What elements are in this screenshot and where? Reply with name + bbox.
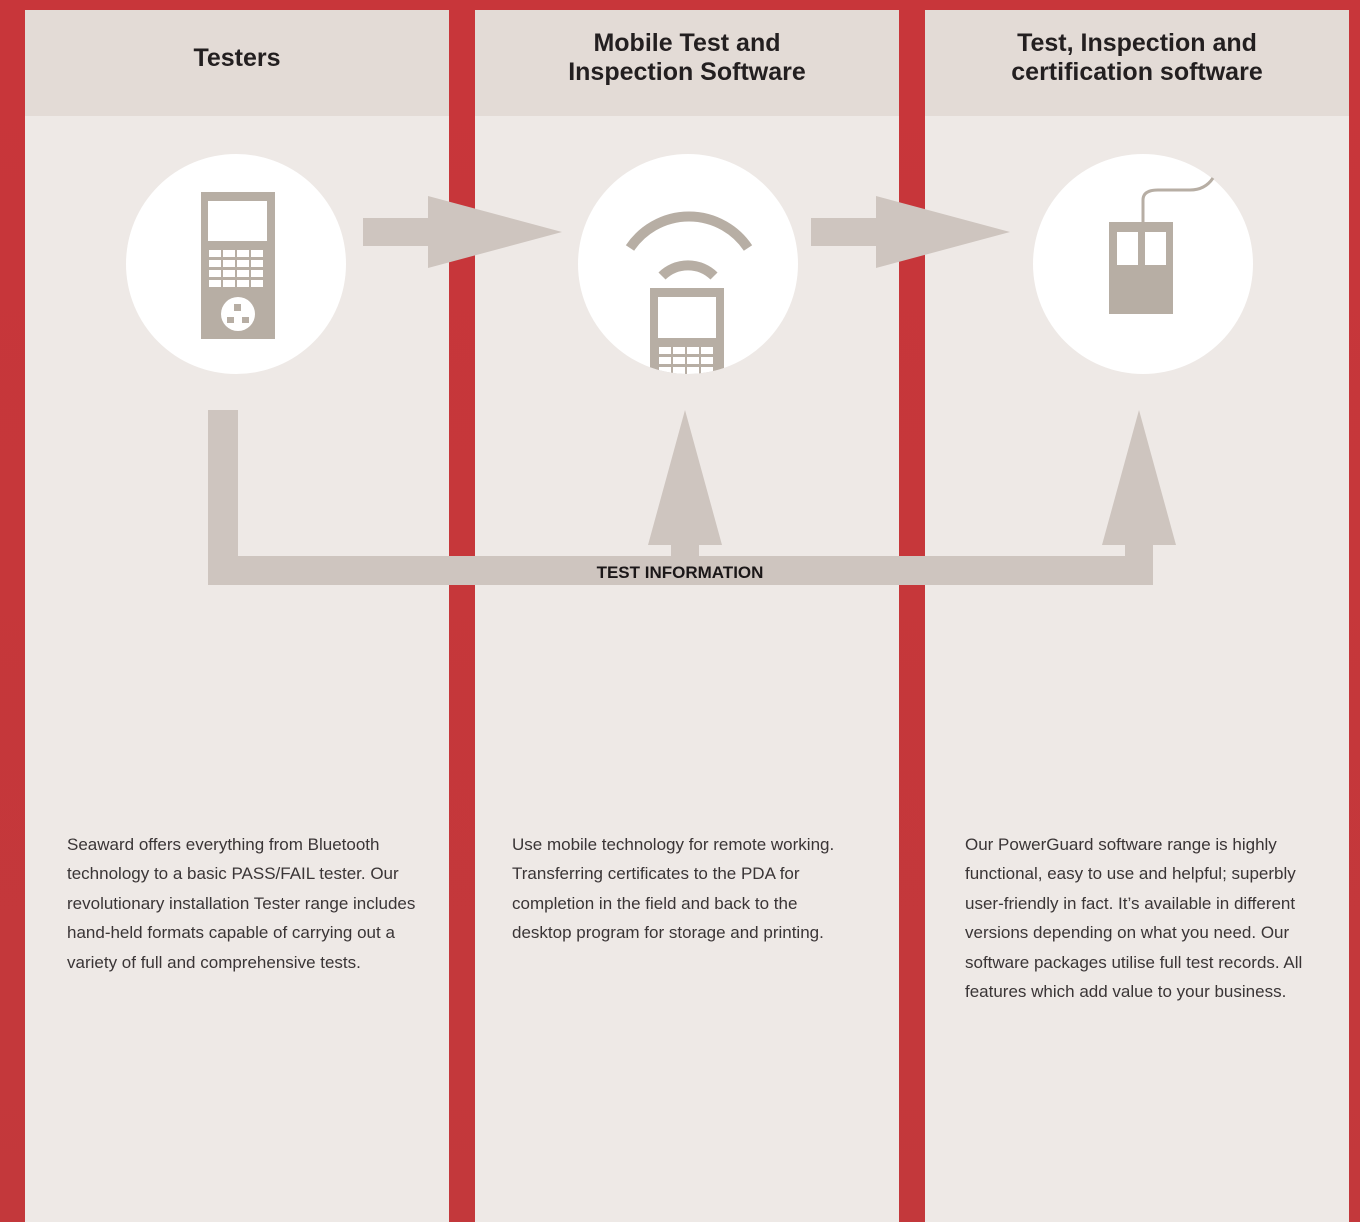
column-description: Use mobile technology for remote working… bbox=[512, 835, 835, 943]
column-header: Test, Inspection and certification softw… bbox=[925, 10, 1349, 116]
computer-mouse-icon bbox=[1109, 177, 1215, 314]
column-title: Test, Inspection and certification softw… bbox=[1011, 29, 1263, 86]
column-title: Testers bbox=[193, 43, 281, 72]
test-information-flow bbox=[208, 410, 1176, 585]
column-header: Testers bbox=[25, 10, 449, 116]
column-description: Seaward offers everything from Bluetooth… bbox=[67, 835, 416, 972]
flow-label: TEST INFORMATION bbox=[597, 563, 764, 582]
wireless-pda-icon bbox=[625, 211, 753, 374]
column-title: Mobile Test and Inspection Software bbox=[568, 29, 806, 86]
column-description: Our PowerGuard software range is highly … bbox=[965, 835, 1303, 1002]
handheld-tester-icon bbox=[201, 192, 275, 339]
arrow-right-icon bbox=[363, 196, 562, 268]
column-header: Mobile Test and Inspection Software bbox=[475, 10, 899, 116]
arrow-up-icon bbox=[648, 410, 722, 545]
arrow-up-icon bbox=[1102, 410, 1176, 545]
arrow-right-icon bbox=[811, 196, 1010, 268]
column-certification-software: Test, Inspection and certification softw… bbox=[925, 10, 1349, 1222]
column-mobile-software: Mobile Test and Inspection Software Use … bbox=[475, 10, 899, 1222]
